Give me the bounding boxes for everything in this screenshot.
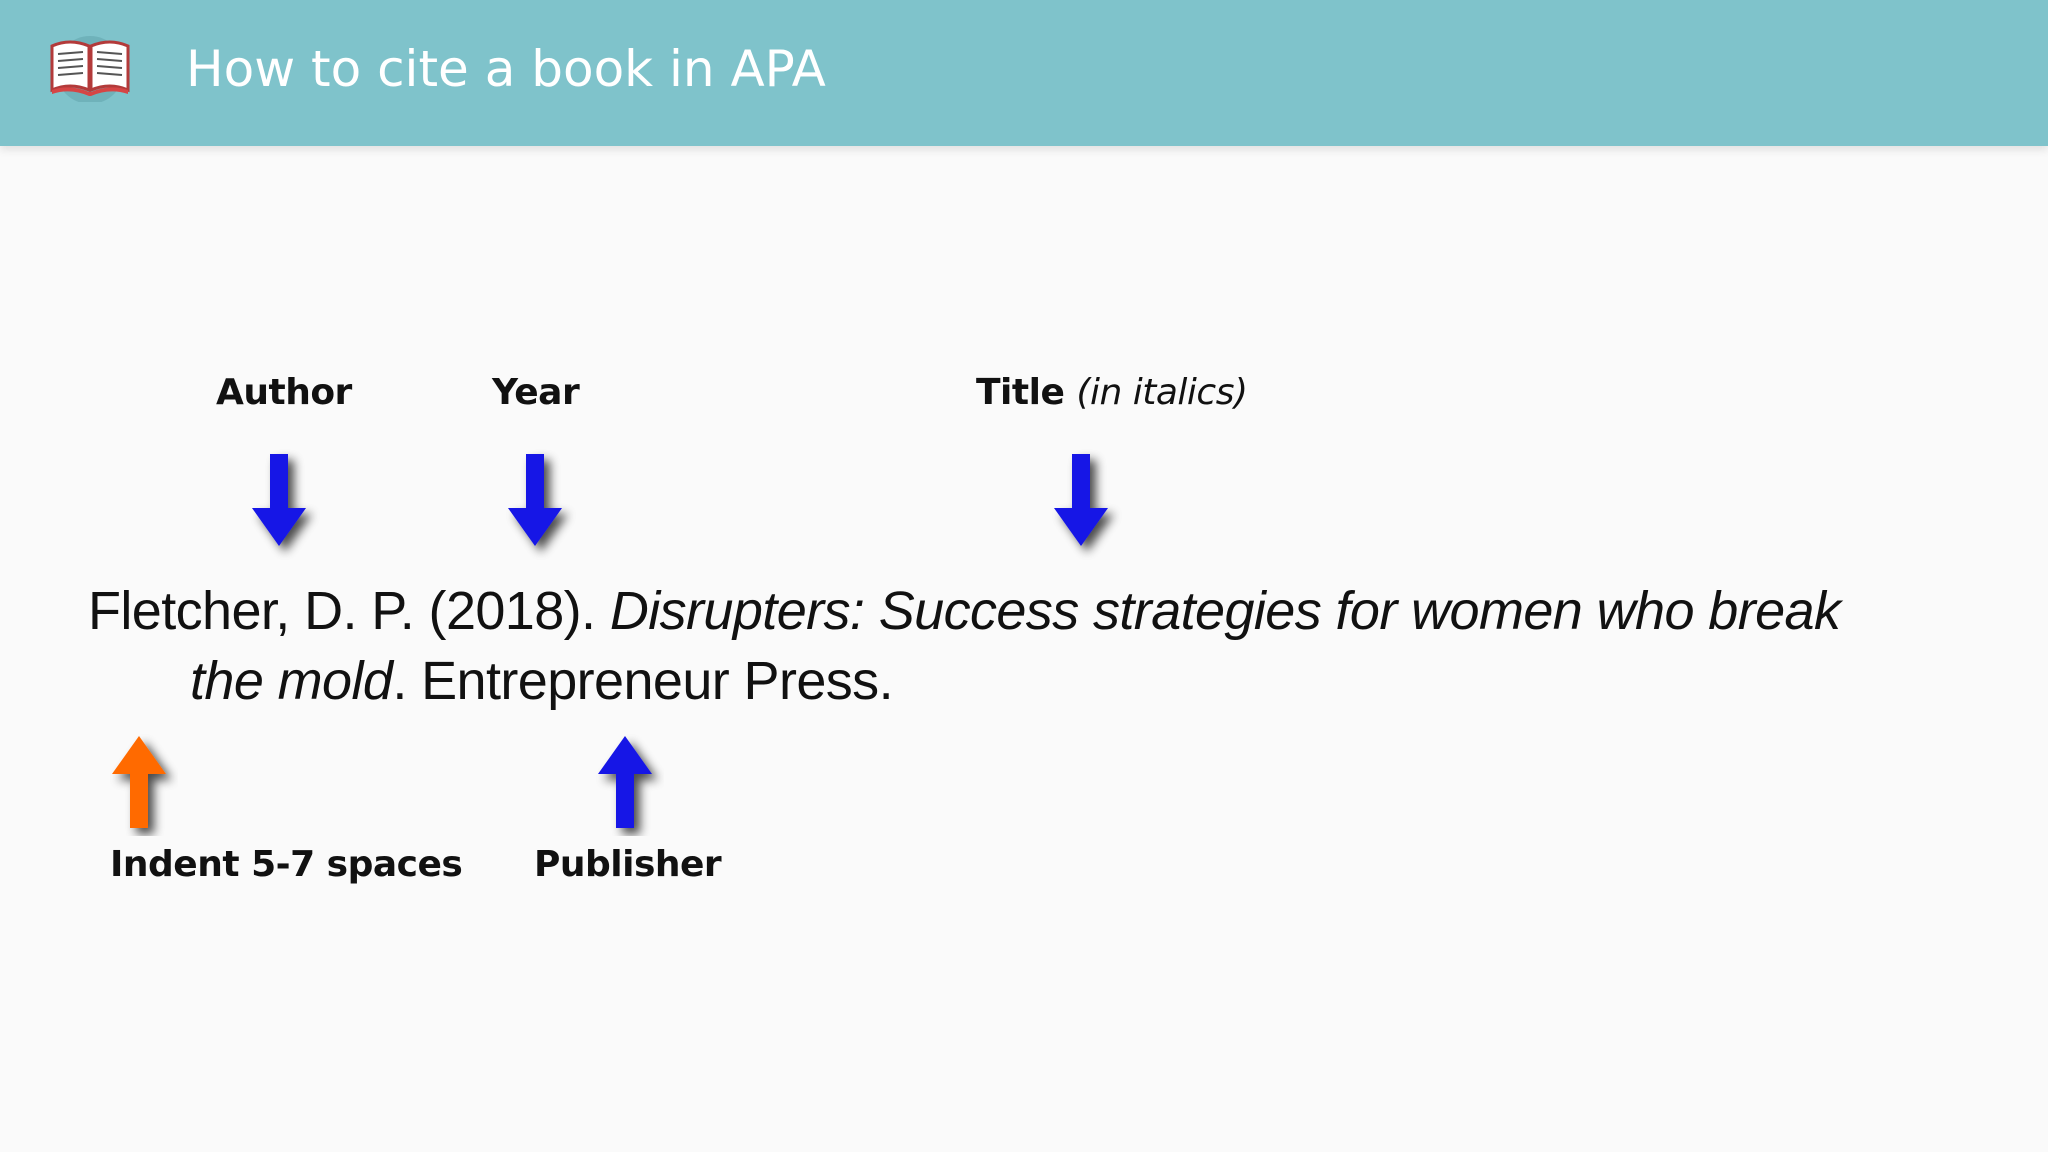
year-arrow-down-icon	[508, 454, 562, 546]
title-arrow-down-icon	[1054, 454, 1108, 546]
page-title: How to cite a book in APA	[186, 40, 826, 98]
apa-citation: Fletcher, D. P. (2018). Disrupters: Succ…	[88, 576, 1841, 716]
citation-publisher: . Entrepreneur Press.	[392, 651, 893, 711]
open-book-icon	[50, 36, 130, 102]
citation-title-line1: Disrupters: Success strategies for women…	[609, 581, 1841, 641]
year-label: Year	[492, 372, 580, 413]
title-label-paren-open: (in	[1076, 372, 1133, 413]
citation-author-year: Fletcher, D. P. (2018).	[88, 581, 610, 641]
publisher-label: Publisher	[534, 844, 722, 885]
author-label: Author	[216, 372, 352, 413]
publisher-arrow-up-icon	[598, 736, 652, 828]
citation-title-line2: the mold	[190, 651, 393, 711]
author-arrow-down-icon	[252, 454, 306, 546]
indent-label: Indent 5-7 spaces	[110, 844, 463, 885]
title-label-main: Title	[976, 372, 1065, 413]
citation-line2: the mold. Entrepreneur Press.	[88, 646, 1840, 716]
title-label: Title (in italics)	[976, 372, 1248, 413]
title-label-italics: italics	[1132, 372, 1235, 413]
header-bar: How to cite a book in APA	[0, 0, 2048, 146]
indent-arrow-up-icon	[112, 736, 166, 828]
title-label-paren-close: )	[1233, 372, 1248, 413]
